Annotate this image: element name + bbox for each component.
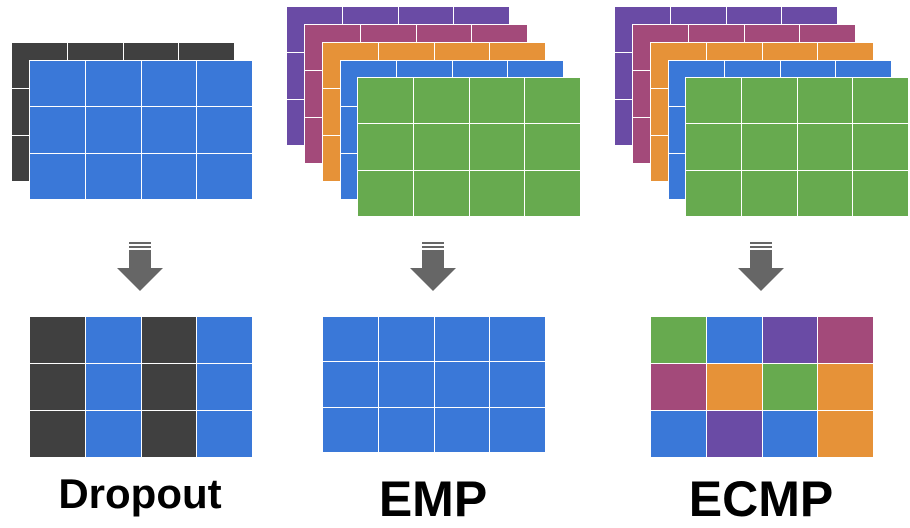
- input-layer-cell: [797, 124, 853, 170]
- dropout-label: Dropout: [58, 470, 222, 517]
- dropout-output-cell: [30, 317, 85, 363]
- input-layer-cell: [197, 107, 252, 153]
- input-layer-cell: [413, 78, 469, 124]
- dropout-output-cell: [30, 364, 85, 410]
- emp-output-cell: [490, 317, 545, 362]
- input-layer-cell: [525, 124, 580, 170]
- dropout-output-cell: [30, 411, 85, 457]
- ecmp-output-cell: [762, 411, 818, 457]
- ecmp-down-arrow-icon: [738, 242, 784, 291]
- input-layer-cell: [358, 124, 413, 170]
- ecmp-output-cell: [706, 317, 762, 363]
- dropout-input-layer-blue: [29, 60, 253, 200]
- dropout-output-cell: [141, 364, 197, 410]
- emp-input-layer-green: [357, 77, 581, 217]
- ecmp-output-cell: [818, 411, 873, 457]
- dropout-output-grid: [29, 316, 253, 458]
- input-layer-cell: [741, 124, 797, 170]
- dropout-output-cell: [85, 317, 141, 363]
- input-layer-cell: [85, 107, 141, 153]
- input-layer-cell: [30, 61, 85, 107]
- input-layer-cell: [853, 124, 908, 170]
- ecmp-output-cell: [651, 411, 706, 457]
- emp-output-cell: [434, 317, 490, 362]
- emp-output-cell: [378, 362, 434, 407]
- input-layer-cell: [797, 78, 853, 124]
- ecmp-output-cell: [762, 317, 818, 363]
- input-layer-cell: [413, 124, 469, 170]
- emp-output-cell: [490, 362, 545, 407]
- input-layer-cell: [358, 78, 413, 124]
- ecmp-output-cell: [762, 364, 818, 410]
- dropout-output-cell: [197, 411, 252, 457]
- input-layer-cell: [30, 107, 85, 153]
- dropout-output-cell: [141, 317, 197, 363]
- emp-output-cell: [323, 317, 378, 362]
- input-layer-cell: [469, 124, 525, 170]
- emp-output-cell: [378, 317, 434, 362]
- input-layer-cell: [85, 153, 141, 199]
- ecmp-output-cell: [706, 411, 762, 457]
- input-layer-cell: [197, 153, 252, 199]
- input-layer-cell: [686, 170, 741, 216]
- input-layer-cell: [797, 170, 853, 216]
- input-layer-cell: [141, 107, 197, 153]
- input-layer-cell: [197, 61, 252, 107]
- ecmp-output-cell: [651, 317, 706, 363]
- input-layer-cell: [853, 78, 908, 124]
- input-layer-cell: [141, 153, 197, 199]
- dropout-output-cell: [85, 364, 141, 410]
- ecmp-output-grid: [650, 316, 874, 458]
- input-layer-cell: [141, 61, 197, 107]
- emp-down-arrow-icon: [410, 242, 456, 291]
- dropout-down-arrow-icon: [117, 242, 163, 291]
- ecmp-output-cell: [818, 364, 873, 410]
- emp-output-cell: [434, 407, 490, 452]
- emp-output-cell: [323, 407, 378, 452]
- dropout-output-cell: [197, 317, 252, 363]
- input-layer-cell: [741, 78, 797, 124]
- input-layer-cell: [686, 78, 741, 124]
- input-layer-cell: [358, 170, 413, 216]
- input-layer-cell: [85, 61, 141, 107]
- input-layer-cell: [686, 124, 741, 170]
- dropout-output-cell: [197, 364, 252, 410]
- input-layer-cell: [525, 170, 580, 216]
- emp-output-grid: [322, 316, 546, 453]
- emp-output-cell: [490, 407, 545, 452]
- input-layer-cell: [741, 170, 797, 216]
- input-layer-cell: [413, 170, 469, 216]
- ecmp-output-cell: [818, 317, 873, 363]
- dropout-output-cell: [85, 411, 141, 457]
- dropout-output-cell: [141, 411, 197, 457]
- input-layer-cell: [30, 153, 85, 199]
- ecmp-output-cell: [706, 364, 762, 410]
- emp-output-cell: [323, 362, 378, 407]
- emp-output-cell: [378, 407, 434, 452]
- ecmp-label: ECMP: [688, 471, 834, 527]
- ecmp-input-layer-green: [685, 77, 909, 217]
- input-layer-cell: [469, 78, 525, 124]
- ecmp-output-cell: [651, 364, 706, 410]
- emp-output-cell: [434, 362, 490, 407]
- input-layer-cell: [525, 78, 580, 124]
- input-layer-cell: [853, 170, 908, 216]
- emp-label: EMP: [378, 471, 488, 527]
- input-layer-cell: [469, 170, 525, 216]
